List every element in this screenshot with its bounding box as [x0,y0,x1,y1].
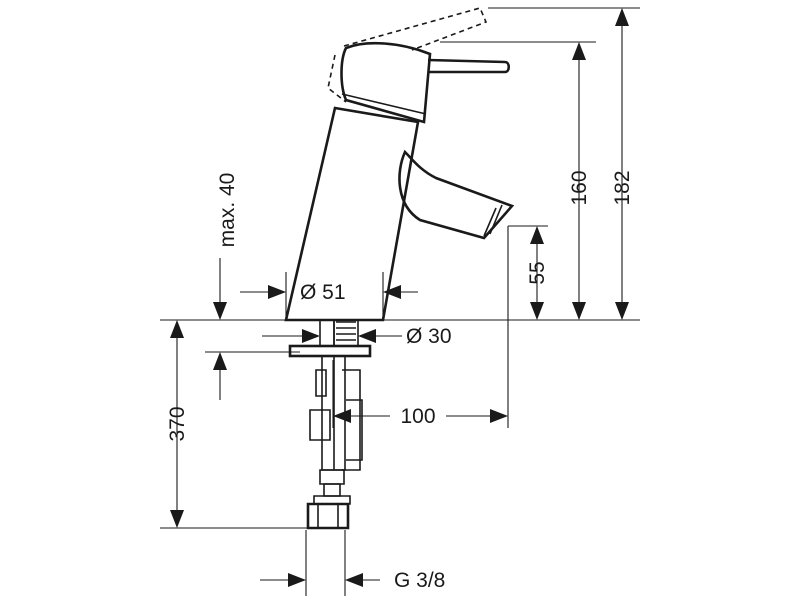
arrowhead-left-icon [345,573,363,587]
height-182-label: 182 [611,170,634,205]
dimension-55: 55 [526,226,549,320]
extension-lines [160,7,640,596]
dimension-160: 160 [568,42,591,320]
thread-g38-label: G 3/8 [394,569,445,592]
mounting-assembly [288,319,372,530]
arrowhead-down-icon [170,510,184,528]
arrowhead-up-icon [213,352,227,370]
dimension-diameter-30: Ø 30 [262,325,452,348]
arrowhead-right-icon [288,573,306,587]
height-160-label: 160 [568,170,591,205]
arrowhead-down-icon [213,302,227,320]
dimension-max-40: max. 40 [213,173,239,400]
reach-100-label: 100 [400,405,435,428]
dimension-182: 182 [611,8,634,320]
arrowhead-down-icon [530,302,544,320]
arrowhead-up-icon [170,320,184,338]
arrowhead-left-icon [333,409,351,423]
length-370-label: 370 [166,406,189,441]
diameter-51-label: Ø 51 [300,281,346,304]
dimension-diameter-51: Ø 51 [240,281,418,304]
arrowhead-right-icon [302,329,320,343]
diameter-30-label: Ø 30 [406,325,452,348]
dimension-thread-g38: G 3/8 [260,569,445,592]
arrowhead-up-icon [615,8,629,26]
lever-handle-open-position [327,7,488,103]
arrowhead-left-icon [383,285,401,299]
dimension-100: 100 [333,405,508,428]
arrowhead-left-icon [358,329,376,343]
arrowhead-down-icon [615,302,629,320]
arrowhead-right-icon [268,285,286,299]
arrowhead-up-icon [530,226,544,244]
max-40-label: max. 40 [216,173,239,248]
arrowhead-up-icon [572,42,586,60]
arrowhead-down-icon [572,302,586,320]
spout-55-label: 55 [526,261,549,284]
dimension-370: 370 [166,320,189,528]
lever-handle [340,41,511,124]
arrowhead-right-icon [490,409,508,423]
